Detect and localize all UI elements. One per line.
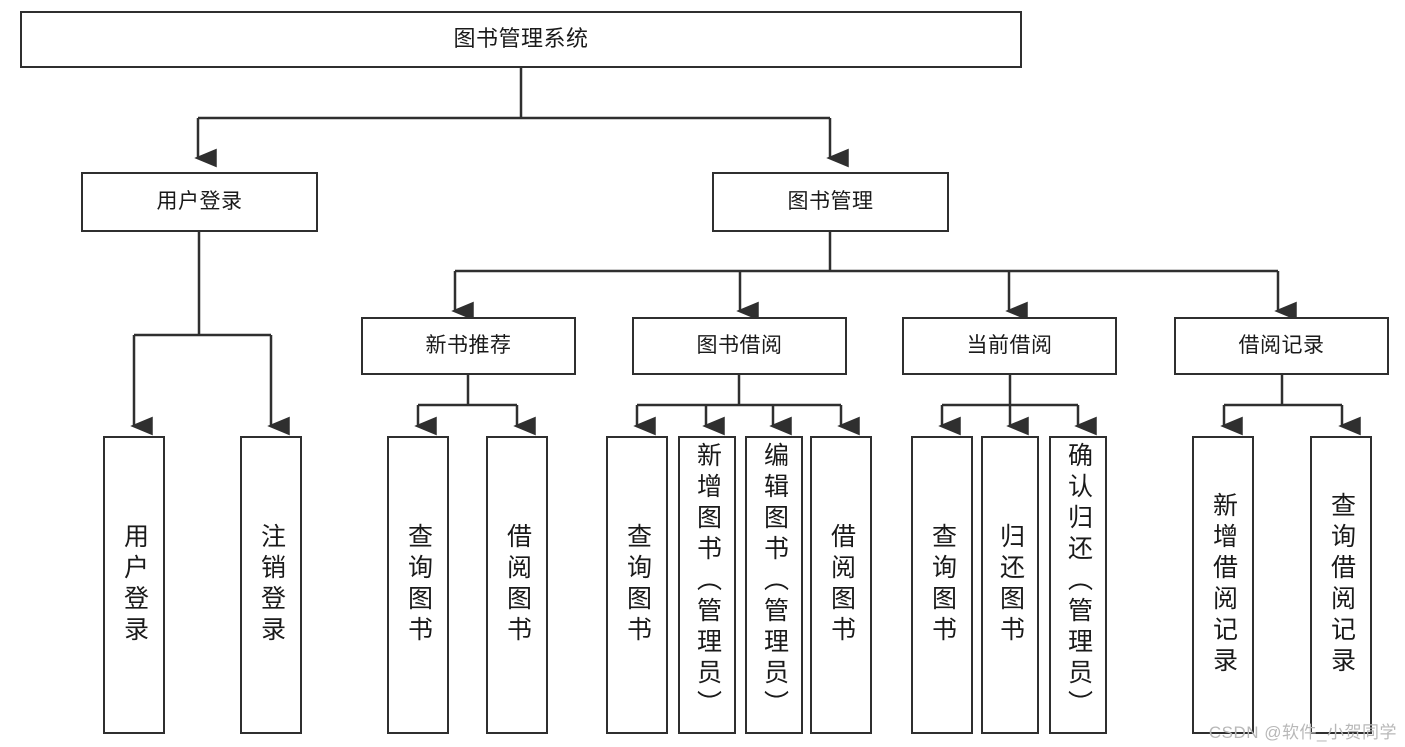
leaf-add-book-admin-label: 新增图书（管理员） [693, 442, 722, 721]
leaf-query-book-new[interactable]: 查询图书 [387, 436, 449, 734]
leaf-logout-login[interactable]: 注销登录 [240, 436, 302, 734]
leaf-logout-login-label: 注销登录 [257, 523, 286, 647]
leaf-borrow-book-new-label: 借阅图书 [503, 523, 532, 647]
node-book-borrow-label: 图书借阅 [696, 334, 783, 358]
node-book-management[interactable]: 图书管理 [712, 172, 949, 232]
leaf-query-borrow-record[interactable]: 查询借阅记录 [1310, 436, 1372, 734]
leaf-return-book-label: 归还图书 [996, 523, 1025, 647]
node-current-borrow[interactable]: 当前借阅 [902, 317, 1117, 375]
leaf-user-login-label: 用户登录 [120, 523, 149, 647]
node-current-borrow-label: 当前借阅 [966, 334, 1053, 358]
leaf-borrow-book-new[interactable]: 借阅图书 [486, 436, 548, 734]
node-book-borrow[interactable]: 图书借阅 [632, 317, 847, 375]
leaf-query-book-new-label: 查询图书 [404, 523, 433, 647]
leaf-query-book-current[interactable]: 查询图书 [911, 436, 973, 734]
leaf-query-borrow-record-label: 查询借阅记录 [1327, 492, 1356, 678]
leaf-add-book-admin[interactable]: 新增图书（管理员） [678, 436, 736, 734]
node-user-login-label: 用户登录 [156, 190, 243, 214]
leaf-add-borrow-record-label: 新增借阅记录 [1209, 492, 1238, 678]
node-user-login[interactable]: 用户登录 [81, 172, 318, 232]
leaf-borrow-book-borrow-label: 借阅图书 [827, 523, 856, 647]
leaf-query-book-current-label: 查询图书 [928, 523, 957, 647]
leaf-edit-book-admin[interactable]: 编辑图书（管理员） [745, 436, 803, 734]
watermark: CSDN @软件_小贺同学 [1208, 723, 1397, 742]
node-book-management-label: 图书管理 [787, 190, 874, 214]
node-borrow-record[interactable]: 借阅记录 [1174, 317, 1389, 375]
node-new-book-recommend[interactable]: 新书推荐 [361, 317, 576, 375]
leaf-confirm-return-admin-label: 确认归还（管理员） [1064, 442, 1093, 721]
leaf-query-book-borrow-label: 查询图书 [623, 523, 652, 647]
leaf-return-book[interactable]: 归还图书 [981, 436, 1039, 734]
node-root-label: 图书管理系统 [453, 26, 589, 52]
leaf-add-borrow-record[interactable]: 新增借阅记录 [1192, 436, 1254, 734]
leaf-query-book-borrow[interactable]: 查询图书 [606, 436, 668, 734]
leaf-borrow-book-borrow[interactable]: 借阅图书 [810, 436, 872, 734]
node-borrow-record-label: 借阅记录 [1238, 334, 1325, 358]
leaf-confirm-return-admin[interactable]: 确认归还（管理员） [1049, 436, 1107, 734]
leaf-edit-book-admin-label: 编辑图书（管理员） [760, 442, 789, 721]
leaf-user-login[interactable]: 用户登录 [103, 436, 165, 734]
node-root[interactable]: 图书管理系统 [20, 11, 1022, 68]
node-new-book-recommend-label: 新书推荐 [425, 334, 512, 358]
